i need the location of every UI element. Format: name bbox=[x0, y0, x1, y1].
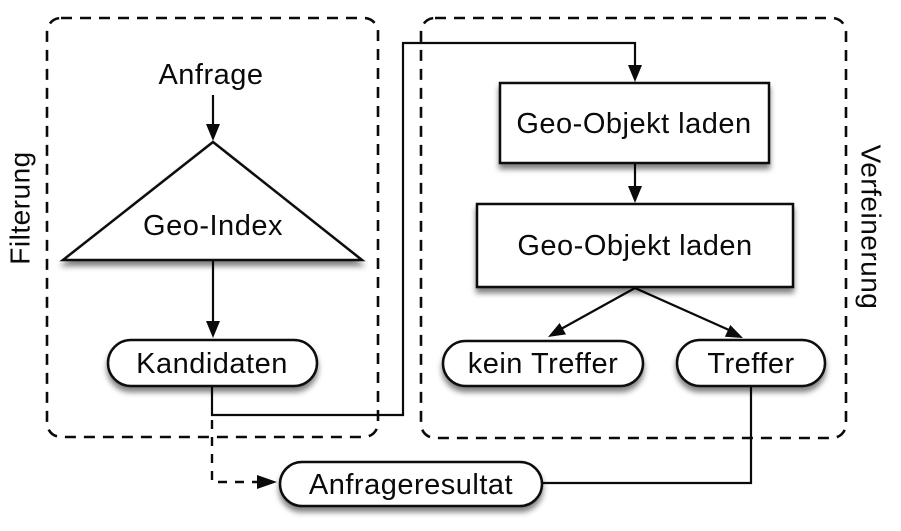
geo-objekt-laden-2-label: Geo-Objekt laden bbox=[517, 230, 752, 262]
arrowhead-geoobjekt1-to-geoobjekt2 bbox=[628, 186, 642, 203]
geo-index-triangle bbox=[59, 140, 366, 262]
arrowhead-anfrage-to-geoindex bbox=[206, 124, 220, 141]
anfrageresultat-label: Anfrageresultat bbox=[309, 469, 513, 501]
edge-geoobjekt2-to-keintreffer bbox=[560, 287, 636, 330]
kein-treffer-node bbox=[441, 339, 645, 388]
geo-index-label: Geo-Index bbox=[143, 210, 283, 242]
verfeinerung-group-box bbox=[419, 16, 848, 440]
anfrageresultat-node bbox=[278, 460, 544, 508]
treffer-node bbox=[675, 338, 827, 388]
treffer-label: Treffer bbox=[707, 348, 794, 380]
filterung-group-label: Filterung bbox=[5, 151, 36, 264]
geo-objekt-laden-1-label: Geo-Objekt laden bbox=[516, 108, 751, 140]
arrowhead-geoobjekt2-to-keintreffer bbox=[548, 323, 566, 337]
geo-objekt-laden-2-node bbox=[475, 202, 795, 289]
edge-kandidaten-to-geoobjekt1 bbox=[210, 41, 637, 417]
verfeinerung-group-label: Verfeinerung bbox=[856, 145, 887, 310]
anfrage-label: Anfrage bbox=[158, 59, 263, 91]
edge-geoobjekt2-to-treffer bbox=[634, 286, 730, 332]
kein-treffer-label: kein Treffer bbox=[468, 348, 619, 380]
kandidaten-node bbox=[106, 338, 319, 388]
filterung-group-box bbox=[45, 16, 380, 439]
edge-kandidaten-to-anfrageresultat-dashed bbox=[210, 420, 257, 484]
arrowhead-kandidaten-to-geoobjekt1 bbox=[628, 65, 642, 82]
edge-treffer-to-anfrageresultat bbox=[543, 384, 753, 485]
kandidaten-label: Kandidaten bbox=[136, 348, 288, 380]
arrowhead-geoobjekt2-to-treffer bbox=[724, 325, 743, 338]
arrowhead-geoindex-to-kandidaten bbox=[206, 321, 220, 338]
arrowhead-kandidaten-to-anfrageresultat bbox=[257, 475, 277, 489]
geo-objekt-laden-1-node bbox=[498, 81, 771, 165]
